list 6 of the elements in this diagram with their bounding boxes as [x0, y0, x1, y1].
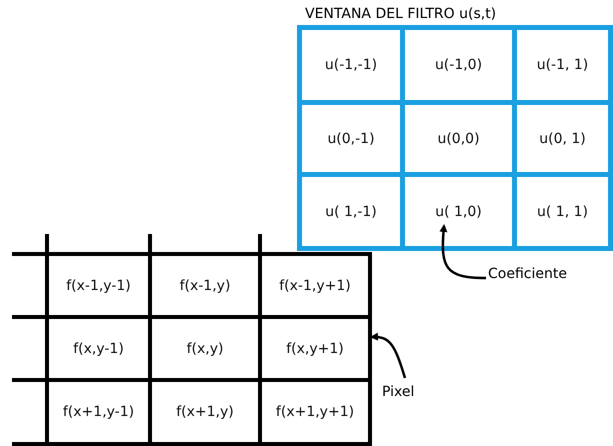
grid-title: VENTANA DEL FILTRO u(s,t): [305, 6, 496, 22]
leader-arrow: [440, 224, 486, 280]
annotation-label: Coeficiente: [488, 266, 598, 288]
filter-window-grid: [297, 5, 613, 251]
annotation-label: Pixel: [382, 384, 432, 406]
leader-arrow: [370, 332, 406, 378]
